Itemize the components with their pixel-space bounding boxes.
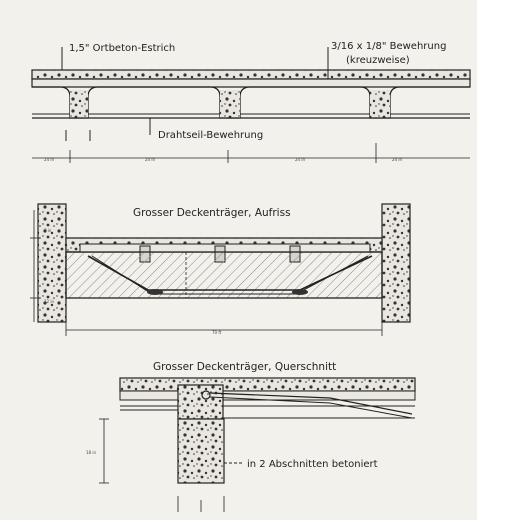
rib-1 bbox=[70, 90, 88, 118]
left-wall bbox=[37, 203, 67, 323]
dim-side-bottom: 12 in bbox=[44, 299, 54, 304]
topping-slab bbox=[31, 69, 471, 80]
girder-elevation-title: Grosser Deckenträger, Aufriss bbox=[133, 207, 291, 219]
dim-side-top: 8 in bbox=[44, 228, 52, 233]
dim-mid2: 24 in bbox=[295, 157, 305, 162]
girder-cross-section-title: Grosser Deckenträger, Querschnitt bbox=[153, 361, 336, 373]
dim-mid1: 24 in bbox=[145, 157, 155, 162]
label-topping: 1,5" Ortbeton-Estrich bbox=[69, 43, 175, 54]
rib-outline bbox=[32, 86, 470, 119]
page-margin bbox=[477, 0, 512, 520]
label-wire: Drahtseil-Bewehrung bbox=[158, 130, 263, 141]
label-reinforcement-note: (kreuzweise) bbox=[346, 55, 410, 66]
dim-right: 24 in bbox=[392, 157, 402, 162]
cross-slab bbox=[119, 377, 416, 392]
right-wall bbox=[381, 203, 411, 323]
girder-body bbox=[65, 251, 383, 299]
dim-left: 24 in bbox=[44, 157, 54, 162]
girder-stem bbox=[177, 418, 225, 484]
label-reinforcement: 3/16 x 1/8" Bewehrung bbox=[331, 41, 446, 52]
rib-2 bbox=[220, 90, 240, 118]
label-concrete: in 2 Abschnitten betoniert bbox=[247, 459, 378, 470]
precast-slab bbox=[31, 78, 471, 88]
rib-3 bbox=[370, 90, 390, 118]
girder-elevation bbox=[30, 203, 411, 336]
slab-section bbox=[31, 47, 471, 163]
girder-cross-section bbox=[99, 377, 416, 512]
dim-stem-height: 18 in bbox=[86, 450, 96, 455]
dim-girder-length: 70 ft bbox=[212, 330, 222, 335]
